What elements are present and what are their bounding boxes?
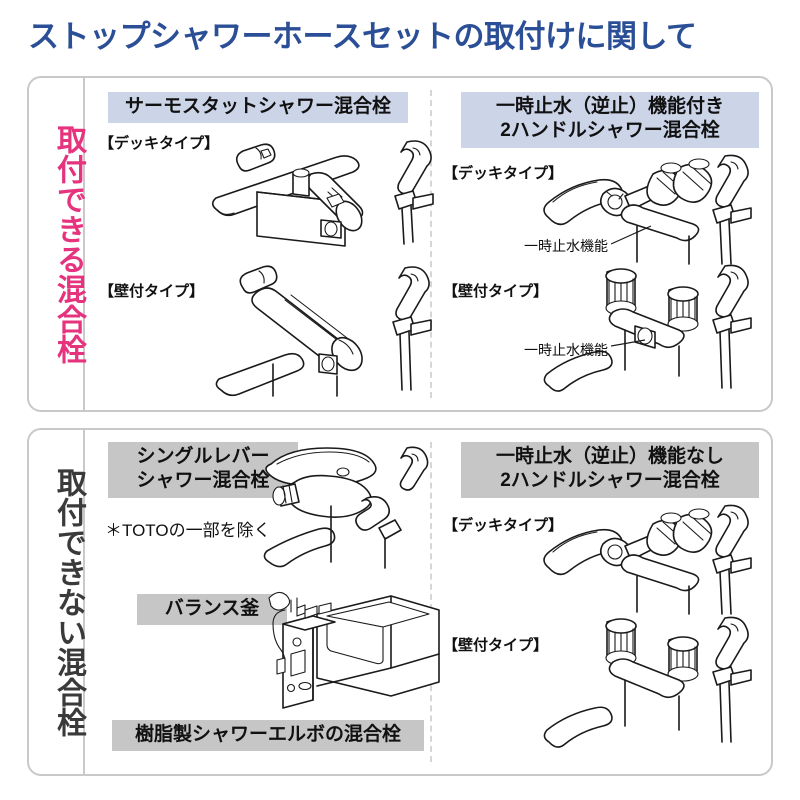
sublabel-two-handle-wall: 【壁付タイプ】 bbox=[443, 283, 549, 300]
sublabel-thermostat-wall: 【壁付タイプ】 bbox=[99, 283, 205, 300]
heading-line-2: シャワー混合栓 bbox=[136, 470, 270, 492]
single-lever-faucet-illustration bbox=[247, 444, 437, 572]
sublabel-thermostat-deck: 【デッキタイプ】 bbox=[99, 135, 220, 152]
column-divider bbox=[430, 90, 432, 398]
column-divider bbox=[430, 442, 432, 762]
thermostat-wall-faucet-illustration bbox=[199, 265, 439, 397]
section-label-not-installable: 取付できない混合栓 bbox=[52, 467, 85, 737]
two-handle-deck-faucet-nostop-illustration bbox=[529, 504, 759, 618]
callout-pause-stop-function-deck: 一時止水機能 bbox=[524, 238, 608, 254]
two-handle-wall-faucet-illustration bbox=[529, 264, 759, 396]
heading-line-1: 一時止水（逆止）機能なし bbox=[495, 446, 724, 467]
page-title: ストップシャワーホースセットの取付けに関して bbox=[28, 19, 697, 54]
heading-two-handle-no-stop: 一時止水（逆止）機能なし 2ハンドルシャワー混合栓 bbox=[461, 442, 759, 498]
section-installable: 取付できる混合栓 サーモスタットシャワー混合栓 【デッキタイプ】 bbox=[27, 76, 773, 412]
heading-line-1: 一時止水（逆止）機能付き bbox=[495, 96, 724, 117]
section-label-installable: 取付できる混合栓 bbox=[52, 124, 85, 364]
balance-boiler-bathtub-illustration bbox=[261, 580, 441, 709]
sublabel-two-handle-deck: 【デッキタイプ】 bbox=[443, 165, 564, 182]
heading-thermostat: サーモスタットシャワー混合栓 bbox=[108, 92, 408, 124]
side-label-column-not-installable: 取付できない混合栓 bbox=[29, 430, 85, 774]
section-not-installable: 取付できない混合栓 シングルレバー シャワー混合栓 ＊TOTOの一部を除く bbox=[27, 428, 773, 776]
callout-leader-line-wall bbox=[611, 339, 646, 347]
callout-leader-line-deck bbox=[611, 225, 652, 245]
thermostat-deck-faucet-illustration bbox=[199, 136, 439, 248]
heading-line-2: 2ハンドルシャワー混合栓 bbox=[500, 120, 720, 142]
sublabel-two-handle-deck-nostop: 【デッキタイプ】 bbox=[443, 517, 564, 534]
heading-resin-shower-elbow: 樹脂製シャワーエルボの混合栓 bbox=[112, 720, 424, 752]
heading-line-2: 2ハンドルシャワー混合栓 bbox=[500, 470, 720, 492]
callout-pause-stop-function-wall: 一時止水機能 bbox=[524, 342, 608, 358]
heading-balance-boiler: バランス釜 bbox=[137, 594, 287, 626]
heading-two-handle-with-stop: 一時止水（逆止）機能付き 2ハンドルシャワー混合栓 bbox=[461, 92, 759, 148]
two-handle-wall-faucet-nostop-illustration bbox=[529, 616, 759, 756]
sublabel-two-handle-wall-nostop: 【壁付タイプ】 bbox=[443, 637, 549, 654]
two-handle-deck-faucet-illustration bbox=[529, 154, 759, 266]
heading-line-1: シングルレバー bbox=[136, 446, 270, 467]
side-label-column-installable: 取付できる混合栓 bbox=[29, 78, 85, 410]
note-toto-exception: ＊TOTOの一部を除く bbox=[105, 521, 271, 540]
